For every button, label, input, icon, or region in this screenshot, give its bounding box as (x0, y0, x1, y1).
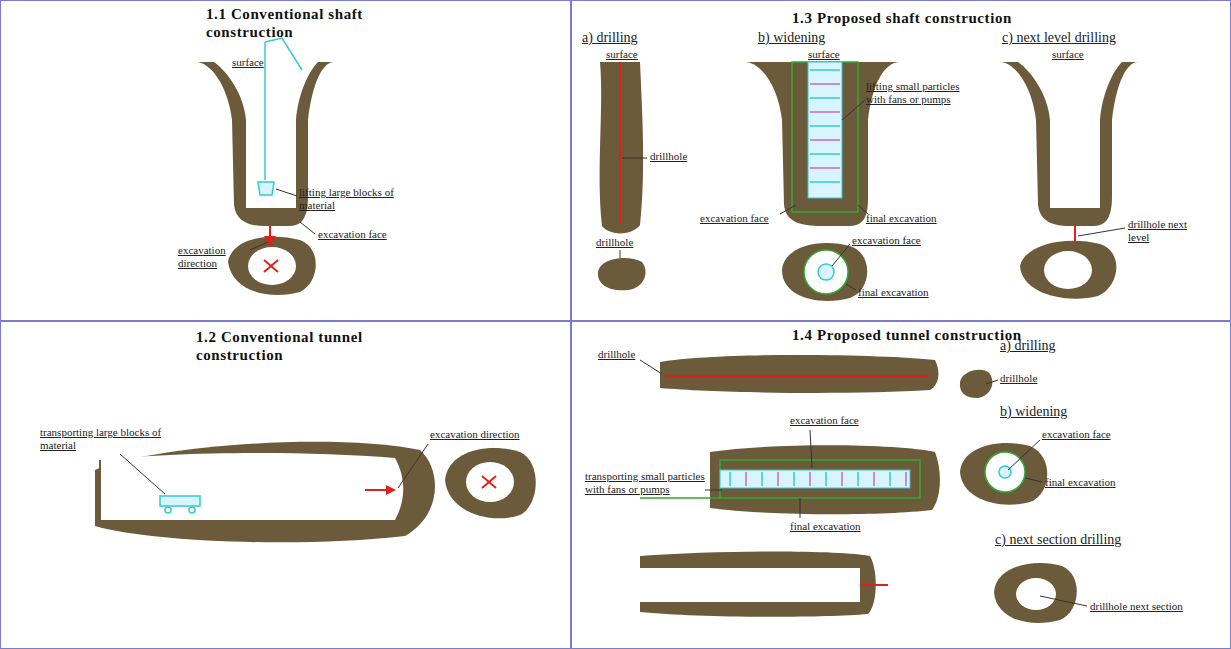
panel-title: 1.3 Proposed shaft construction (572, 9, 1231, 27)
part-label: drillhole (650, 150, 710, 163)
part-label: excavation face (790, 414, 890, 427)
part-label: surface (606, 48, 666, 61)
part-label: excavation face (700, 212, 790, 225)
part-label: surface (808, 48, 868, 61)
figure-panel: 1.4 Proposed tunnel construction (571, 321, 1231, 649)
part-label: excavation direction (430, 428, 530, 441)
figure-panel: 1.1 Conventional shaft construction (0, 0, 571, 321)
part-label: drillhole next section (1090, 600, 1190, 613)
panel-title: 1.4 Proposed tunnel construction (792, 326, 1112, 344)
part-label: lifting small particles with fans or pum… (866, 80, 978, 106)
part-label: drillhole (1000, 372, 1060, 385)
part-label: final excavation (1045, 476, 1145, 489)
panel-title: 1.1 Conventional shaft construction (206, 5, 401, 41)
step-heading: c) next section drilling (995, 532, 1195, 549)
panel-title: 1.2 Conventional tunnel construction (196, 328, 401, 364)
step-heading: a) drilling (582, 30, 692, 47)
part-label: lifting large blocks of material (299, 186, 419, 212)
part-label: excavation face (318, 228, 408, 241)
step-heading: a) drilling (1000, 338, 1110, 355)
figure-panel: 1.2 Conventional tunnel construction (0, 321, 571, 649)
part-label: excavation direction (178, 244, 250, 270)
part-label: drillhole (596, 236, 656, 249)
step-heading: b) widening (758, 30, 878, 47)
part-label: transporting large blocks of material (40, 426, 170, 452)
part-label: final excavation (790, 520, 890, 533)
part-label: drillhole next level (1128, 218, 1208, 244)
part-label: surface (232, 56, 292, 69)
step-heading: b) widening (1000, 404, 1120, 421)
part-label: transporting small particles with fans o… (585, 470, 705, 496)
part-label: excavation face (1042, 428, 1142, 441)
part-label: final excavation (858, 286, 958, 299)
step-heading: c) next level drilling (1002, 30, 1202, 47)
part-label: final excavation (866, 212, 966, 225)
part-label: surface (1052, 48, 1112, 61)
part-label: drillhole (598, 348, 658, 361)
part-label: excavation face (852, 234, 942, 247)
